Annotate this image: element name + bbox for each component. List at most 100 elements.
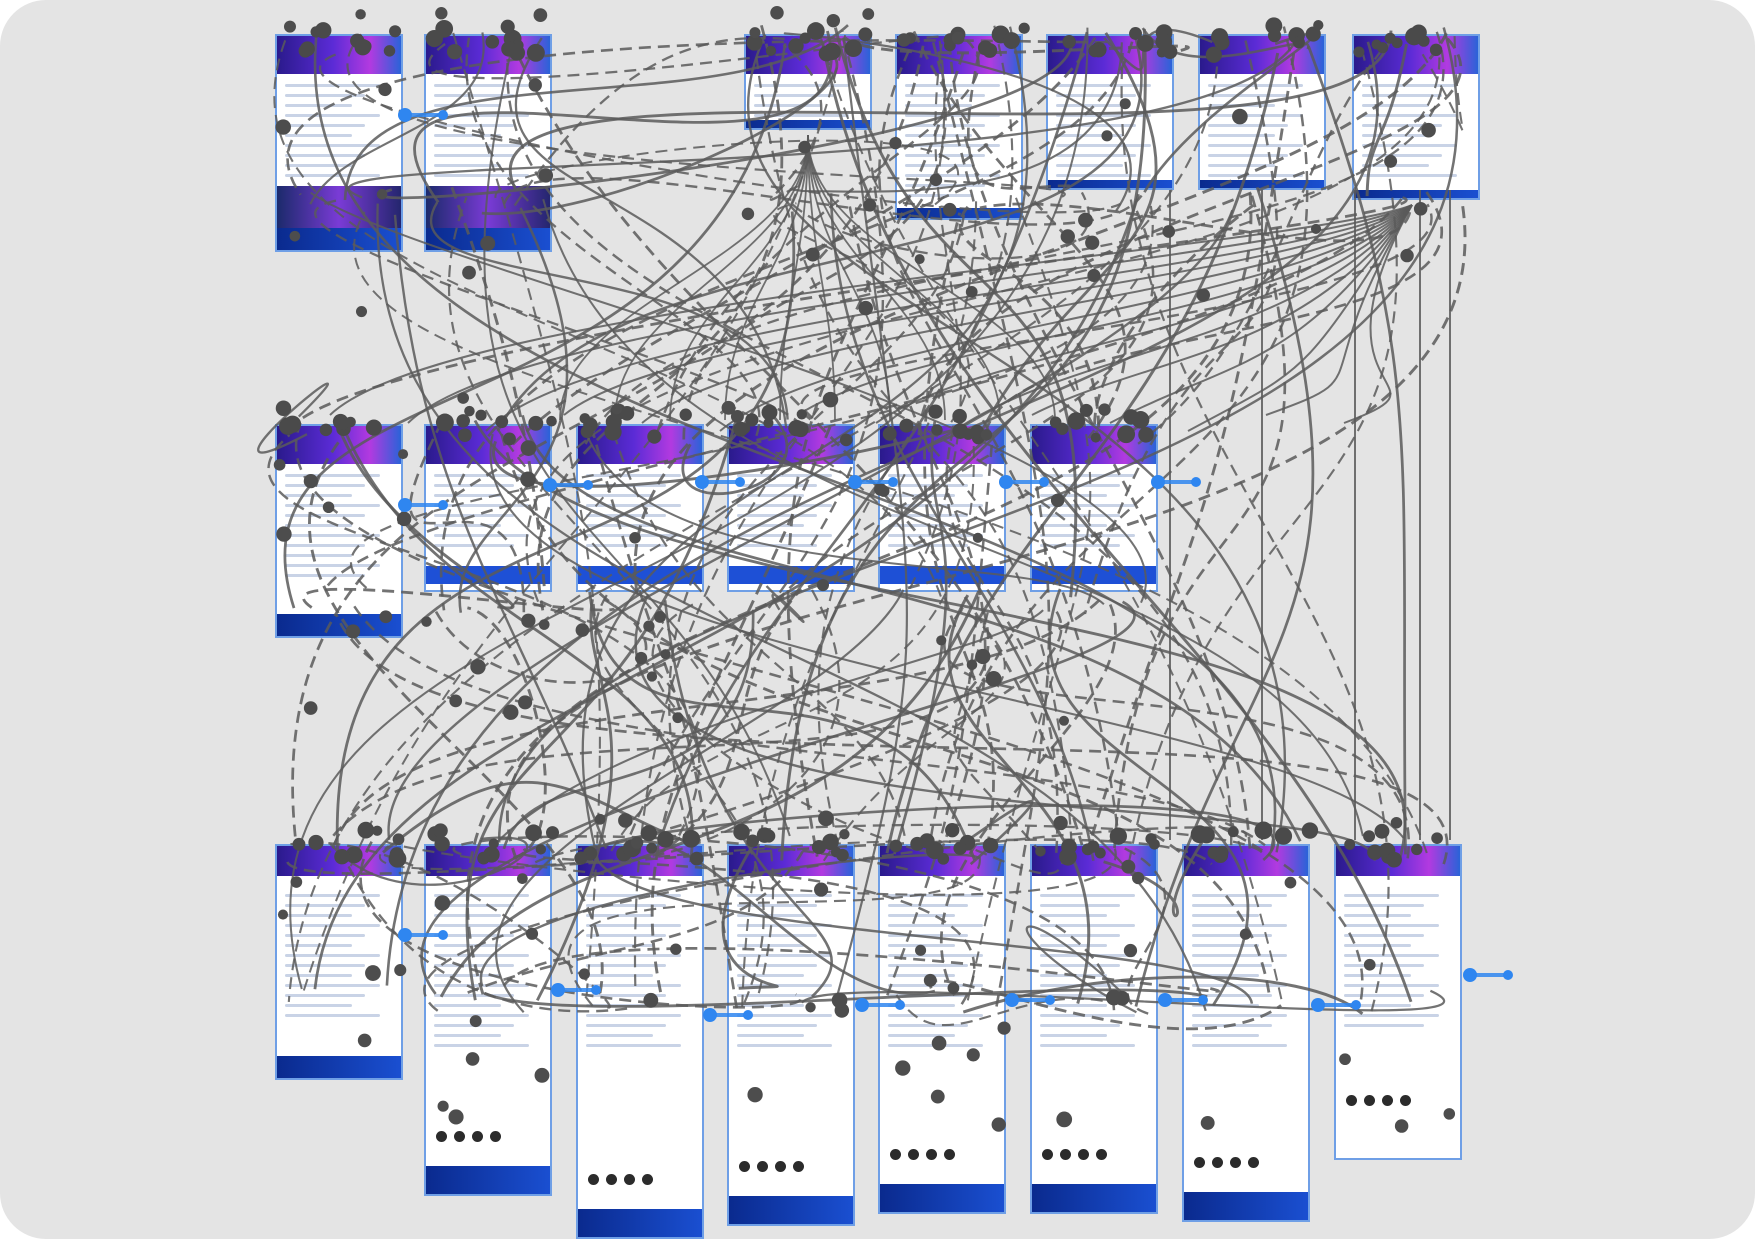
connector-node[interactable] — [1087, 268, 1101, 283]
connector-node[interactable] — [1390, 816, 1403, 829]
connector-node[interactable] — [579, 413, 591, 424]
connector-node[interactable] — [1123, 409, 1139, 425]
connector-node[interactable] — [503, 704, 519, 720]
frame-home-2[interactable] — [424, 34, 552, 252]
frame-detail-4[interactable] — [727, 844, 855, 1226]
connector-node[interactable] — [475, 409, 487, 421]
frame-category-1[interactable] — [275, 424, 403, 638]
connector-node[interactable] — [355, 306, 368, 318]
connector-node[interactable] — [1162, 225, 1176, 238]
frame-list-3[interactable] — [1352, 34, 1480, 200]
connector-node[interactable] — [1274, 827, 1293, 845]
connector-node[interactable] — [640, 825, 657, 842]
connector-node[interactable] — [855, 998, 869, 1012]
connector-node[interactable] — [357, 821, 375, 839]
frame-category-5[interactable] — [878, 424, 1006, 592]
frame-detail-3[interactable] — [576, 844, 704, 1239]
connector-node[interactable] — [730, 409, 744, 423]
connector-node[interactable] — [1078, 212, 1093, 228]
connector-node[interactable] — [1190, 825, 1209, 844]
connector-node[interactable] — [610, 403, 627, 420]
connector-node[interactable] — [646, 671, 658, 682]
connector-node[interactable] — [303, 701, 318, 715]
connector-node[interactable] — [1311, 998, 1325, 1012]
connector-node[interactable] — [928, 404, 943, 419]
connector-node[interactable] — [634, 651, 648, 665]
connector-node[interactable] — [826, 13, 841, 28]
connector-node[interactable] — [643, 620, 655, 632]
connector-node[interactable] — [721, 400, 736, 415]
connector-node[interactable] — [619, 406, 635, 421]
connector-node[interactable] — [372, 825, 383, 836]
connector-node[interactable] — [858, 300, 873, 316]
connector-node[interactable] — [966, 659, 978, 671]
connector-node[interactable] — [457, 392, 470, 404]
connector-node[interactable] — [355, 9, 366, 20]
frame-list-2[interactable] — [1198, 34, 1326, 190]
connector-node[interactable] — [945, 823, 960, 838]
frame-article-1[interactable] — [895, 34, 1023, 220]
connector-node[interactable] — [1313, 19, 1324, 31]
connector-node[interactable] — [822, 391, 839, 408]
connector-node[interactable] — [1079, 403, 1093, 417]
connector-node[interactable] — [435, 7, 448, 20]
frame-category-6[interactable] — [1030, 424, 1158, 592]
frame-modal-1[interactable] — [744, 34, 872, 130]
connector-node[interactable] — [660, 649, 671, 660]
connector-node[interactable] — [1227, 826, 1239, 838]
connector-node[interactable] — [421, 616, 432, 627]
connector-node[interactable] — [518, 695, 533, 710]
connector-node[interactable] — [1060, 229, 1075, 244]
connector-node[interactable] — [1109, 827, 1127, 845]
connector-node[interactable] — [965, 286, 978, 298]
connector-node[interactable] — [1196, 288, 1210, 302]
connector-node[interactable] — [756, 827, 773, 843]
connector-node[interactable] — [1158, 993, 1172, 1007]
connector-node[interactable] — [1310, 223, 1322, 235]
connector-node[interactable] — [839, 829, 850, 840]
connector-node[interactable] — [1085, 235, 1100, 250]
connector-node[interactable] — [975, 648, 991, 665]
frame-detail-5[interactable] — [878, 844, 1006, 1214]
connector-node[interactable] — [464, 405, 475, 417]
connector-node[interactable] — [936, 635, 947, 646]
connector-node[interactable] — [470, 659, 486, 675]
frame-detail-6[interactable] — [1030, 844, 1158, 1214]
connector-node[interactable] — [1431, 832, 1443, 844]
connector-node[interactable] — [863, 198, 877, 212]
connector-node[interactable] — [525, 824, 542, 842]
connector-node[interactable] — [283, 20, 296, 33]
connector-node[interactable] — [546, 826, 560, 840]
connector-node[interactable] — [762, 829, 776, 843]
connector-node[interactable] — [1413, 202, 1428, 216]
connector-node[interactable] — [862, 8, 875, 20]
connector-node[interactable] — [985, 671, 1002, 687]
frame-home-1[interactable] — [275, 34, 403, 252]
frame-detail-1[interactable] — [275, 844, 403, 1080]
connector-node[interactable] — [449, 694, 463, 708]
connector-node[interactable] — [433, 823, 448, 838]
connector-node[interactable] — [798, 140, 812, 154]
frame-detail-7[interactable] — [1182, 844, 1310, 1222]
connector-node[interactable] — [462, 265, 476, 280]
connector-node[interactable] — [654, 611, 666, 623]
frame-detail-8[interactable] — [1334, 844, 1462, 1160]
connector-node[interactable] — [952, 408, 967, 424]
connector-node[interactable] — [618, 813, 633, 828]
connector-node[interactable] — [1374, 823, 1390, 839]
connector-node[interactable] — [500, 19, 515, 34]
connector-node[interactable] — [1098, 403, 1111, 416]
frame-detail-2[interactable] — [424, 844, 552, 1196]
connector-node[interactable] — [679, 408, 692, 421]
connector-node[interactable] — [761, 404, 778, 421]
connector-node[interactable] — [1265, 17, 1283, 35]
connector-node[interactable] — [703, 1008, 717, 1022]
connector-node[interactable] — [1191, 477, 1201, 487]
connector-node[interactable] — [1463, 968, 1477, 982]
frame-list-1[interactable] — [1046, 34, 1174, 190]
connector-node[interactable] — [611, 403, 623, 415]
connector-node[interactable] — [575, 623, 590, 637]
connector-node[interactable] — [770, 6, 784, 20]
connector-node[interactable] — [521, 613, 536, 628]
